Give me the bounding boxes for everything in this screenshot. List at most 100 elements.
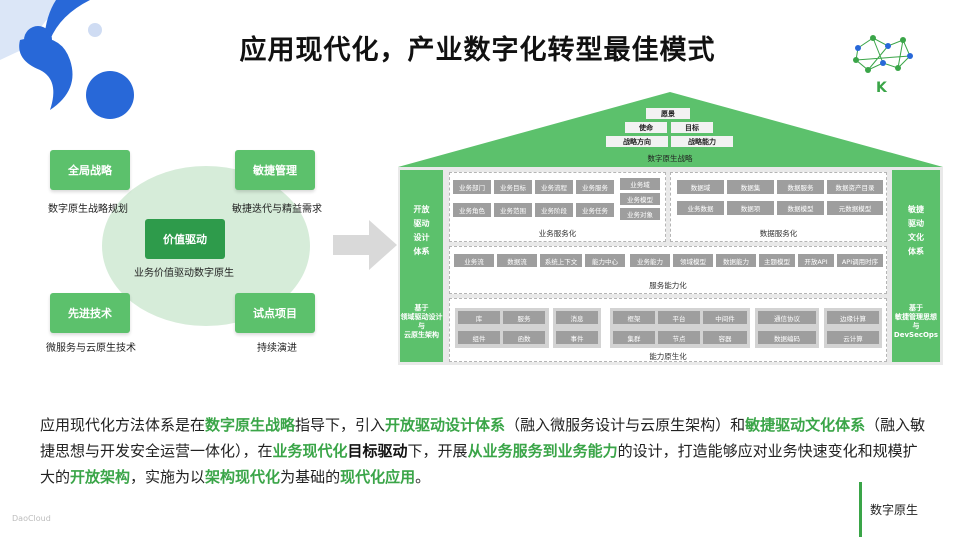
right-arrow-icon [333, 220, 397, 270]
para-text: 指导下，引入 [295, 416, 386, 434]
native-chip: 数据编码 [758, 331, 816, 344]
pilot-project-label: 试点项目 [253, 307, 297, 320]
global-strategy-caption: 数字原生战略规划 [48, 204, 128, 215]
para-text: 为基础的 [280, 468, 341, 486]
page-title: 应用现代化，产业数字化转型最佳模式 [239, 35, 716, 66]
roof-strategy-direction: 战略方向 [606, 136, 668, 147]
native-chip: 边缘计算 [827, 311, 879, 324]
right-pillar-foot-4: DevSecOps [893, 331, 939, 339]
left-pillar-foot-2: 领域驱动设计 [400, 313, 443, 321]
cap-chip: 业务流 [454, 254, 494, 267]
data-chip: 数据资产目录 [827, 180, 883, 194]
para-highlight: 架构现代化 [205, 468, 281, 486]
roof-vision: 愿景 [646, 108, 690, 119]
native-chip: 函数 [503, 331, 545, 344]
cap-chip: 系统上下文 [540, 254, 582, 267]
right-pillar-foot-1: 基于 [909, 304, 923, 312]
agile-management-caption: 敏捷迭代与精益需求 [232, 204, 322, 215]
svg-text:K: K [876, 80, 888, 96]
left-pillar: 开放 驱动 设计 体系 基于 领域驱动设计 与 云原生架构 [400, 170, 443, 362]
para-highlight: 现代化应用 [340, 468, 416, 486]
roof-strategy-capability: 战略能力 [671, 136, 733, 147]
native-chip: 框架 [613, 311, 655, 324]
cap-chip: API调用时序 [837, 254, 883, 267]
para-highlight: 敏捷驱动文化体系 [745, 416, 866, 434]
right-pillar: 敏捷 驱动 文化 体系 基于 敏捷管理思想 与 DevSecOps [892, 170, 940, 362]
footer-divider [859, 482, 862, 537]
native-capability-label: 能力原生化 [649, 352, 687, 361]
left-pillar-foot-4: 云原生架构 [404, 331, 439, 339]
value-driven-box: 价值驱动 [145, 219, 225, 259]
para-text: ，实施为以 [130, 468, 206, 486]
native-chip: 事件 [556, 331, 598, 344]
footer-brand-watermark: DaoCloud [12, 514, 51, 523]
advanced-tech-box: 先进技术 [50, 293, 130, 333]
biz-chip: 业务部门 [453, 180, 491, 194]
para-text: 的设计，打造能够应对业务快速变化和规模扩大的 [40, 442, 918, 486]
agile-management-box: 敏捷管理 [235, 150, 315, 190]
network-k-logo-icon: K [853, 35, 913, 96]
native-chip: 库 [458, 311, 500, 324]
native-chip: 服务 [503, 311, 545, 324]
house-roof [398, 92, 943, 167]
right-pillar-foot-3: 与 [912, 322, 920, 330]
footer-label: 数字原生 [870, 503, 919, 517]
business-service-label: 业务服务化 [538, 229, 577, 238]
roof-mission: 使命 [625, 122, 667, 133]
cap-chip: 领域模型 [673, 254, 713, 267]
data-chip: 数据模型 [777, 201, 824, 215]
para-text: 下，开展 [407, 442, 468, 460]
left-pillar-text-1: 开放 [413, 205, 430, 214]
cap-chip: 开放API [798, 254, 834, 267]
value-driven-caption: 业务价值驱动数字原生 [134, 268, 234, 279]
advanced-tech-caption: 微服务与云原生技术 [46, 343, 136, 354]
right-pillar-text-3: 文化 [908, 233, 924, 242]
biz-stack-chip: 业务对象 [620, 208, 660, 220]
cap-chip: 能力中心 [585, 254, 625, 267]
biz-stack-chip: 业务域 [620, 178, 660, 190]
native-chip: 云计算 [827, 331, 879, 344]
cap-chip: 主题模型 [759, 254, 795, 267]
cap-chip: 数据能力 [716, 254, 756, 267]
native-chip: 节点 [658, 331, 700, 344]
para-highlight: 开放架构 [70, 468, 131, 486]
left-pillar-foot-3: 与 [418, 322, 425, 330]
para-highlight: 数字原生战略 [205, 416, 296, 434]
data-chip: 数据服务 [777, 180, 824, 194]
biz-stack-chip: 业务模型 [620, 193, 660, 205]
biz-chip: 业务角色 [453, 203, 491, 217]
roof-goal: 目标 [671, 122, 713, 133]
para-bold: 目标驱动 [347, 442, 408, 460]
pilot-project-caption: 持续演进 [257, 343, 297, 354]
native-chip: 组件 [458, 331, 500, 344]
cap-chip: 数据流 [497, 254, 537, 267]
native-chip: 集群 [613, 331, 655, 344]
right-pillar-text-4: 体系 [908, 247, 924, 256]
global-strategy-box: 全局战略 [50, 150, 130, 190]
value-driven-label: 价值驱动 [163, 233, 207, 246]
data-service-label: 数据服务化 [759, 229, 798, 238]
biz-chip: 业务阶段 [535, 203, 573, 217]
para-highlight: 从业务服务到业务能力 [467, 442, 618, 460]
agile-management-label: 敏捷管理 [253, 164, 297, 177]
data-chip: 业务数据 [677, 201, 724, 215]
biz-chip: 业务流程 [535, 180, 573, 194]
data-chip: 数据集 [727, 180, 774, 194]
left-pillar-text-3: 设计 [413, 233, 430, 242]
global-strategy-label: 全局战略 [68, 164, 112, 177]
right-pillar-text-1: 敏捷 [908, 205, 924, 214]
para-text: 应用现代化方法体系是在 [40, 416, 206, 434]
data-chip: 数据项 [727, 201, 774, 215]
right-pillar-foot-2: 敏捷管理思想 [895, 313, 937, 321]
native-chip: 容器 [703, 331, 747, 344]
para-highlight: 业务现代化 [272, 442, 348, 460]
native-chip: 平台 [658, 311, 700, 324]
native-chip: 消息 [556, 311, 598, 324]
para-text: （融入微服务设计与云原生架构）和 [505, 416, 746, 434]
para-highlight: 开放驱动设计体系 [385, 416, 506, 434]
advanced-tech-label: 先进技术 [68, 307, 112, 320]
capability-service-label: 服务能力化 [649, 281, 687, 290]
left-pillar-text-2: 驱动 [413, 219, 430, 228]
roof-label: 数字原生战略 [647, 154, 693, 163]
biz-chip: 业务目标 [494, 180, 532, 194]
